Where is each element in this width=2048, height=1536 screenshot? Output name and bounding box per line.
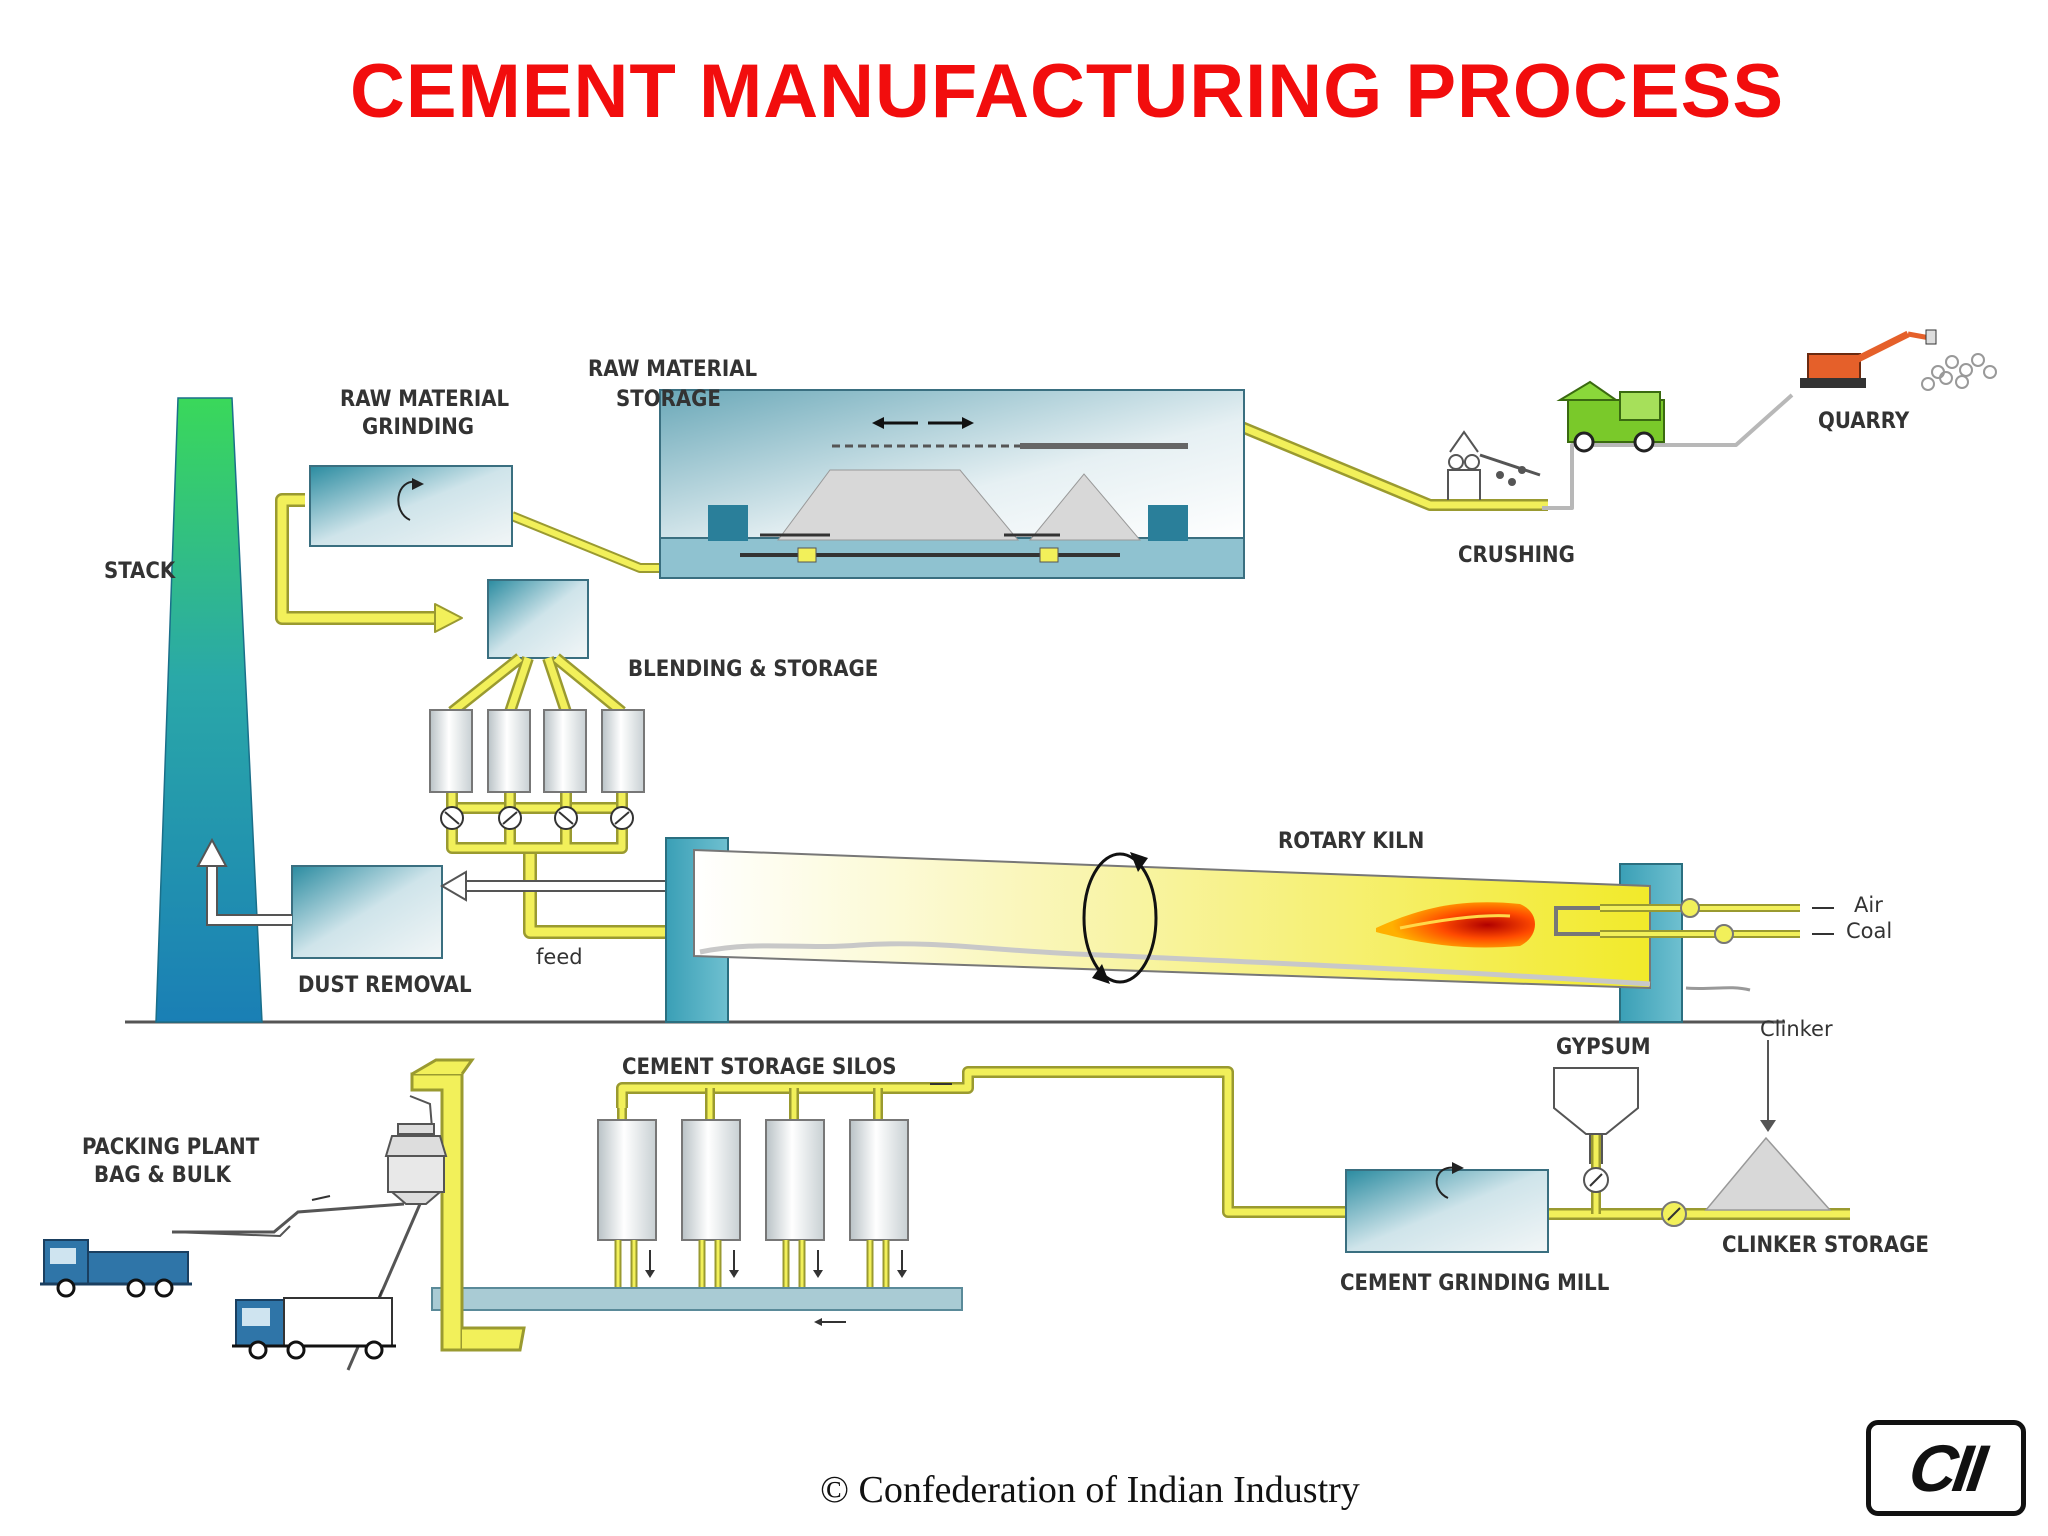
rotary-kiln-label: ROTARY KILN <box>1278 829 1424 854</box>
clinker-label: Clinker <box>1760 1017 1833 1041</box>
cement-storage-silos: CEMENT STORAGE SILOS <box>431 1055 963 1326</box>
excavator-icon: QUARRY <box>1800 329 1997 434</box>
raw-storage-label-2: STORAGE <box>616 387 721 412</box>
crusher: CRUSHING <box>1447 430 1575 568</box>
page-title: CEMENT MANUFACTURING PROCESS <box>349 49 1785 134</box>
bucket-elevator <box>410 1058 526 1352</box>
raw-material-grinding: RAW MATERIAL GRINDING <box>309 387 513 547</box>
packing-label-1: PACKING PLANT <box>82 1135 260 1160</box>
packing-label-2: BAG & BULK <box>94 1163 231 1188</box>
bulk-truck-icon <box>40 1239 192 1298</box>
rotary-kiln: ROTARY KILN Air Coal Clinker <box>665 829 1892 1041</box>
gypsum-hopper: GYPSUM <box>1553 1035 1651 1193</box>
copyright-footer: © Confederation of Indian Industry <box>820 1469 1360 1511</box>
dust-removal: DUST REMOVAL feed <box>196 837 666 998</box>
blending-storage: BLENDING & STORAGE <box>429 579 878 854</box>
stack-label: STACK <box>104 559 176 584</box>
coal-label: Coal <box>1846 919 1892 943</box>
gypsum-label: GYPSUM <box>1556 1035 1651 1060</box>
quarry-label: QUARRY <box>1818 409 1910 434</box>
feed-label: feed <box>536 945 583 969</box>
logo-text: CII <box>1904 1431 1988 1505</box>
cii-logo: CII <box>1866 1420 2026 1516</box>
air-label: Air <box>1854 893 1883 917</box>
bag-truck-icon <box>232 1297 396 1360</box>
cement-mill-label: CEMENT GRINDING MILL <box>1340 1271 1610 1296</box>
dump-truck-icon <box>1556 380 1665 453</box>
stack: STACK <box>104 397 263 1023</box>
raw-grinding-label-1: RAW MATERIAL <box>340 387 510 412</box>
raw-storage-label-1: RAW MATERIAL <box>588 357 758 382</box>
clinker-storage: CLINKER STORAGE <box>1661 1040 1929 1258</box>
clinker-storage-label: CLINKER STORAGE <box>1722 1233 1929 1258</box>
raw-material-storage: RAW MATERIAL STORAGE <box>588 357 1245 579</box>
cement-silos-label: CEMENT STORAGE SILOS <box>622 1055 897 1080</box>
dust-removal-label: DUST REMOVAL <box>298 973 472 998</box>
blending-label: BLENDING & STORAGE <box>628 657 878 682</box>
crushing-label: CRUSHING <box>1458 543 1575 568</box>
cement-grinding-mill: CEMENT GRINDING MILL <box>1340 1162 1610 1296</box>
raw-grinding-label-2: GRINDING <box>362 415 474 440</box>
